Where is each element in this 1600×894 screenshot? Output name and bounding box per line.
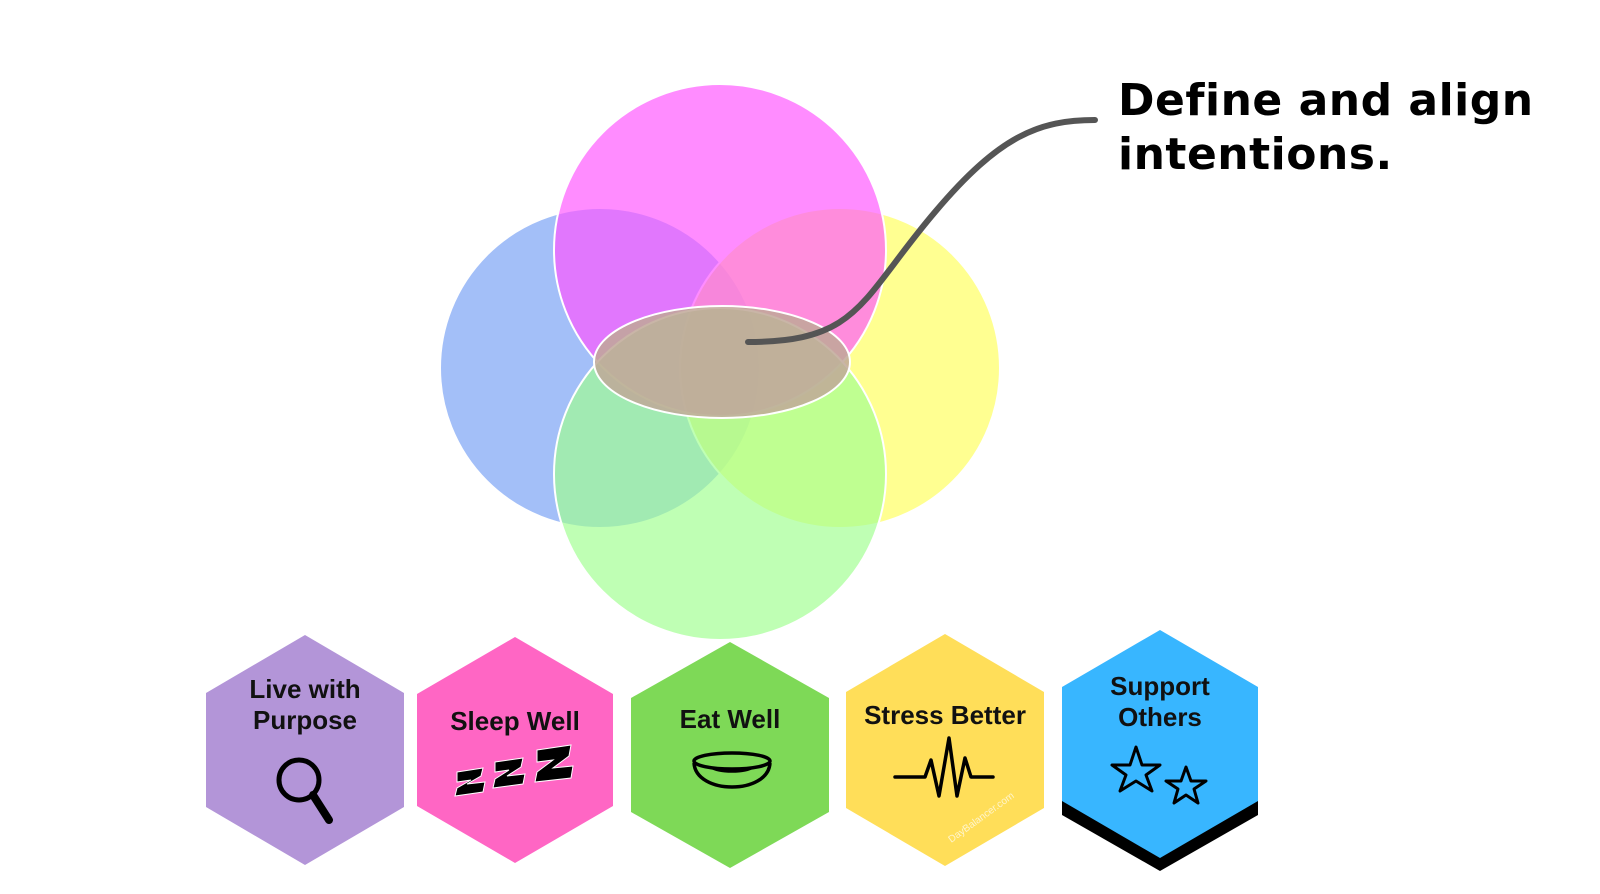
hex-label-line: Stress Better [864,700,1026,730]
headline-line-1: Define and align [1118,75,1534,126]
hexagon-shape [417,637,613,863]
hex-label-line: Sleep Well [450,706,580,736]
venn-center-ellipse [593,305,851,419]
hex-live-with-purpose: Live with Purpose [206,635,404,865]
hex-eat-well: Eat Well [631,642,829,868]
headline-line-2: intentions. [1118,129,1393,180]
hex-label-line: Eat Well [680,704,781,734]
magnifier-icon [276,757,333,824]
callout-connector [745,117,1098,345]
hexagon-shape [846,634,1044,866]
hex-label-line: Purpose [253,705,357,735]
bowl-icon [692,751,772,789]
zzz-icon [454,744,574,797]
hex-label-line: Live with [249,674,360,704]
hex-support-others: Support Others [1062,630,1258,871]
hexagon-shape [206,635,404,865]
hex-label-line: Support [1110,671,1210,701]
hex-stress-better: Stress Better DayBalancer.com [846,634,1044,866]
hexagon-shape [631,642,829,868]
stars-icon [1110,745,1208,805]
venn-diagram [439,83,1098,641]
hexagon-shape [1062,630,1258,858]
callout-headline: Define and align intentions. [1118,74,1588,182]
hex-sleep-well: Sleep Well [417,637,613,863]
hex-label-line: Others [1118,702,1202,732]
heartbeat-icon [893,736,995,798]
